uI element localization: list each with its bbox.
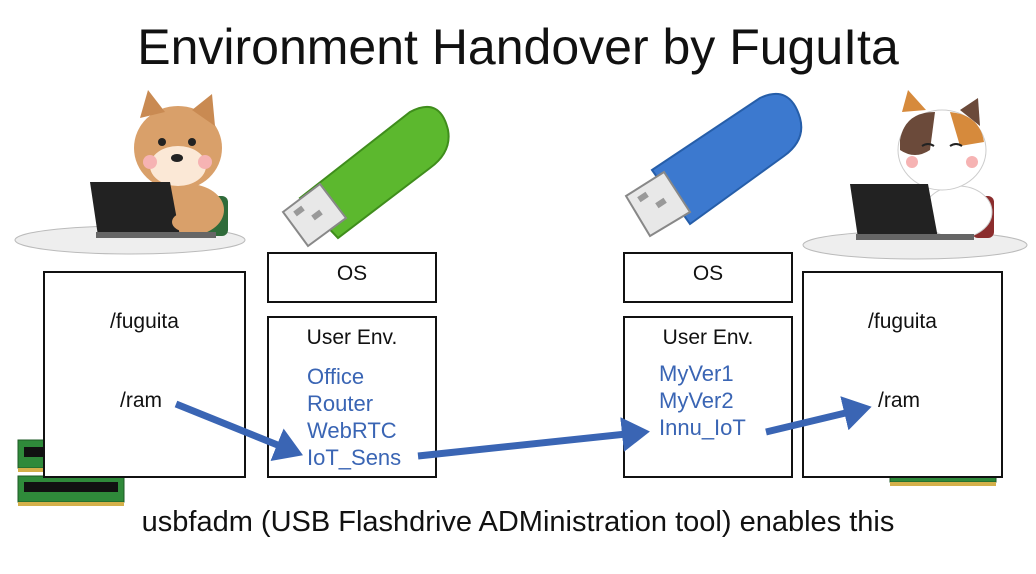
env-item-myver1: MyVer1 [659, 361, 734, 386]
left-fuguita-label: /fuguita [110, 310, 179, 333]
blue-usb-env-label: User Env. [662, 326, 754, 349]
green-usb-env-label: User Env. [306, 326, 398, 349]
env-item-router: Router [307, 391, 374, 416]
env-item-office: Office [307, 364, 365, 389]
green-usb-os-label: OS [336, 262, 368, 285]
right-machine-box [802, 271, 1003, 478]
footer-caption: usbfadm (USB Flashdrive ADMinistration t… [141, 506, 895, 538]
green-usb-stick-icon [281, 106, 450, 248]
dog-with-laptop-icon [14, 90, 246, 255]
blue-usb-env-box [623, 316, 793, 478]
env-item-myver2: MyVer2 [659, 388, 734, 413]
env-item-innu-iot: Innu_IoT [659, 415, 746, 440]
env-item-iot-sens: IoT_Sens [307, 445, 402, 470]
blue-usb-stick-icon [624, 93, 803, 238]
left-machine-box [43, 271, 246, 478]
left-ram-label: /ram [120, 389, 162, 412]
cat-with-laptop-icon [802, 90, 1028, 260]
blue-usb-os-box [623, 252, 793, 303]
blue-usb-os-label: OS [692, 262, 724, 285]
green-usb-os-box [267, 252, 437, 303]
right-fuguita-label: /fuguita [868, 310, 937, 333]
env-item-webrtc: WebRTC [307, 418, 397, 443]
right-ram-label: /ram [878, 389, 920, 412]
slide-title: Environment Handover by FuguIta [137, 19, 899, 75]
